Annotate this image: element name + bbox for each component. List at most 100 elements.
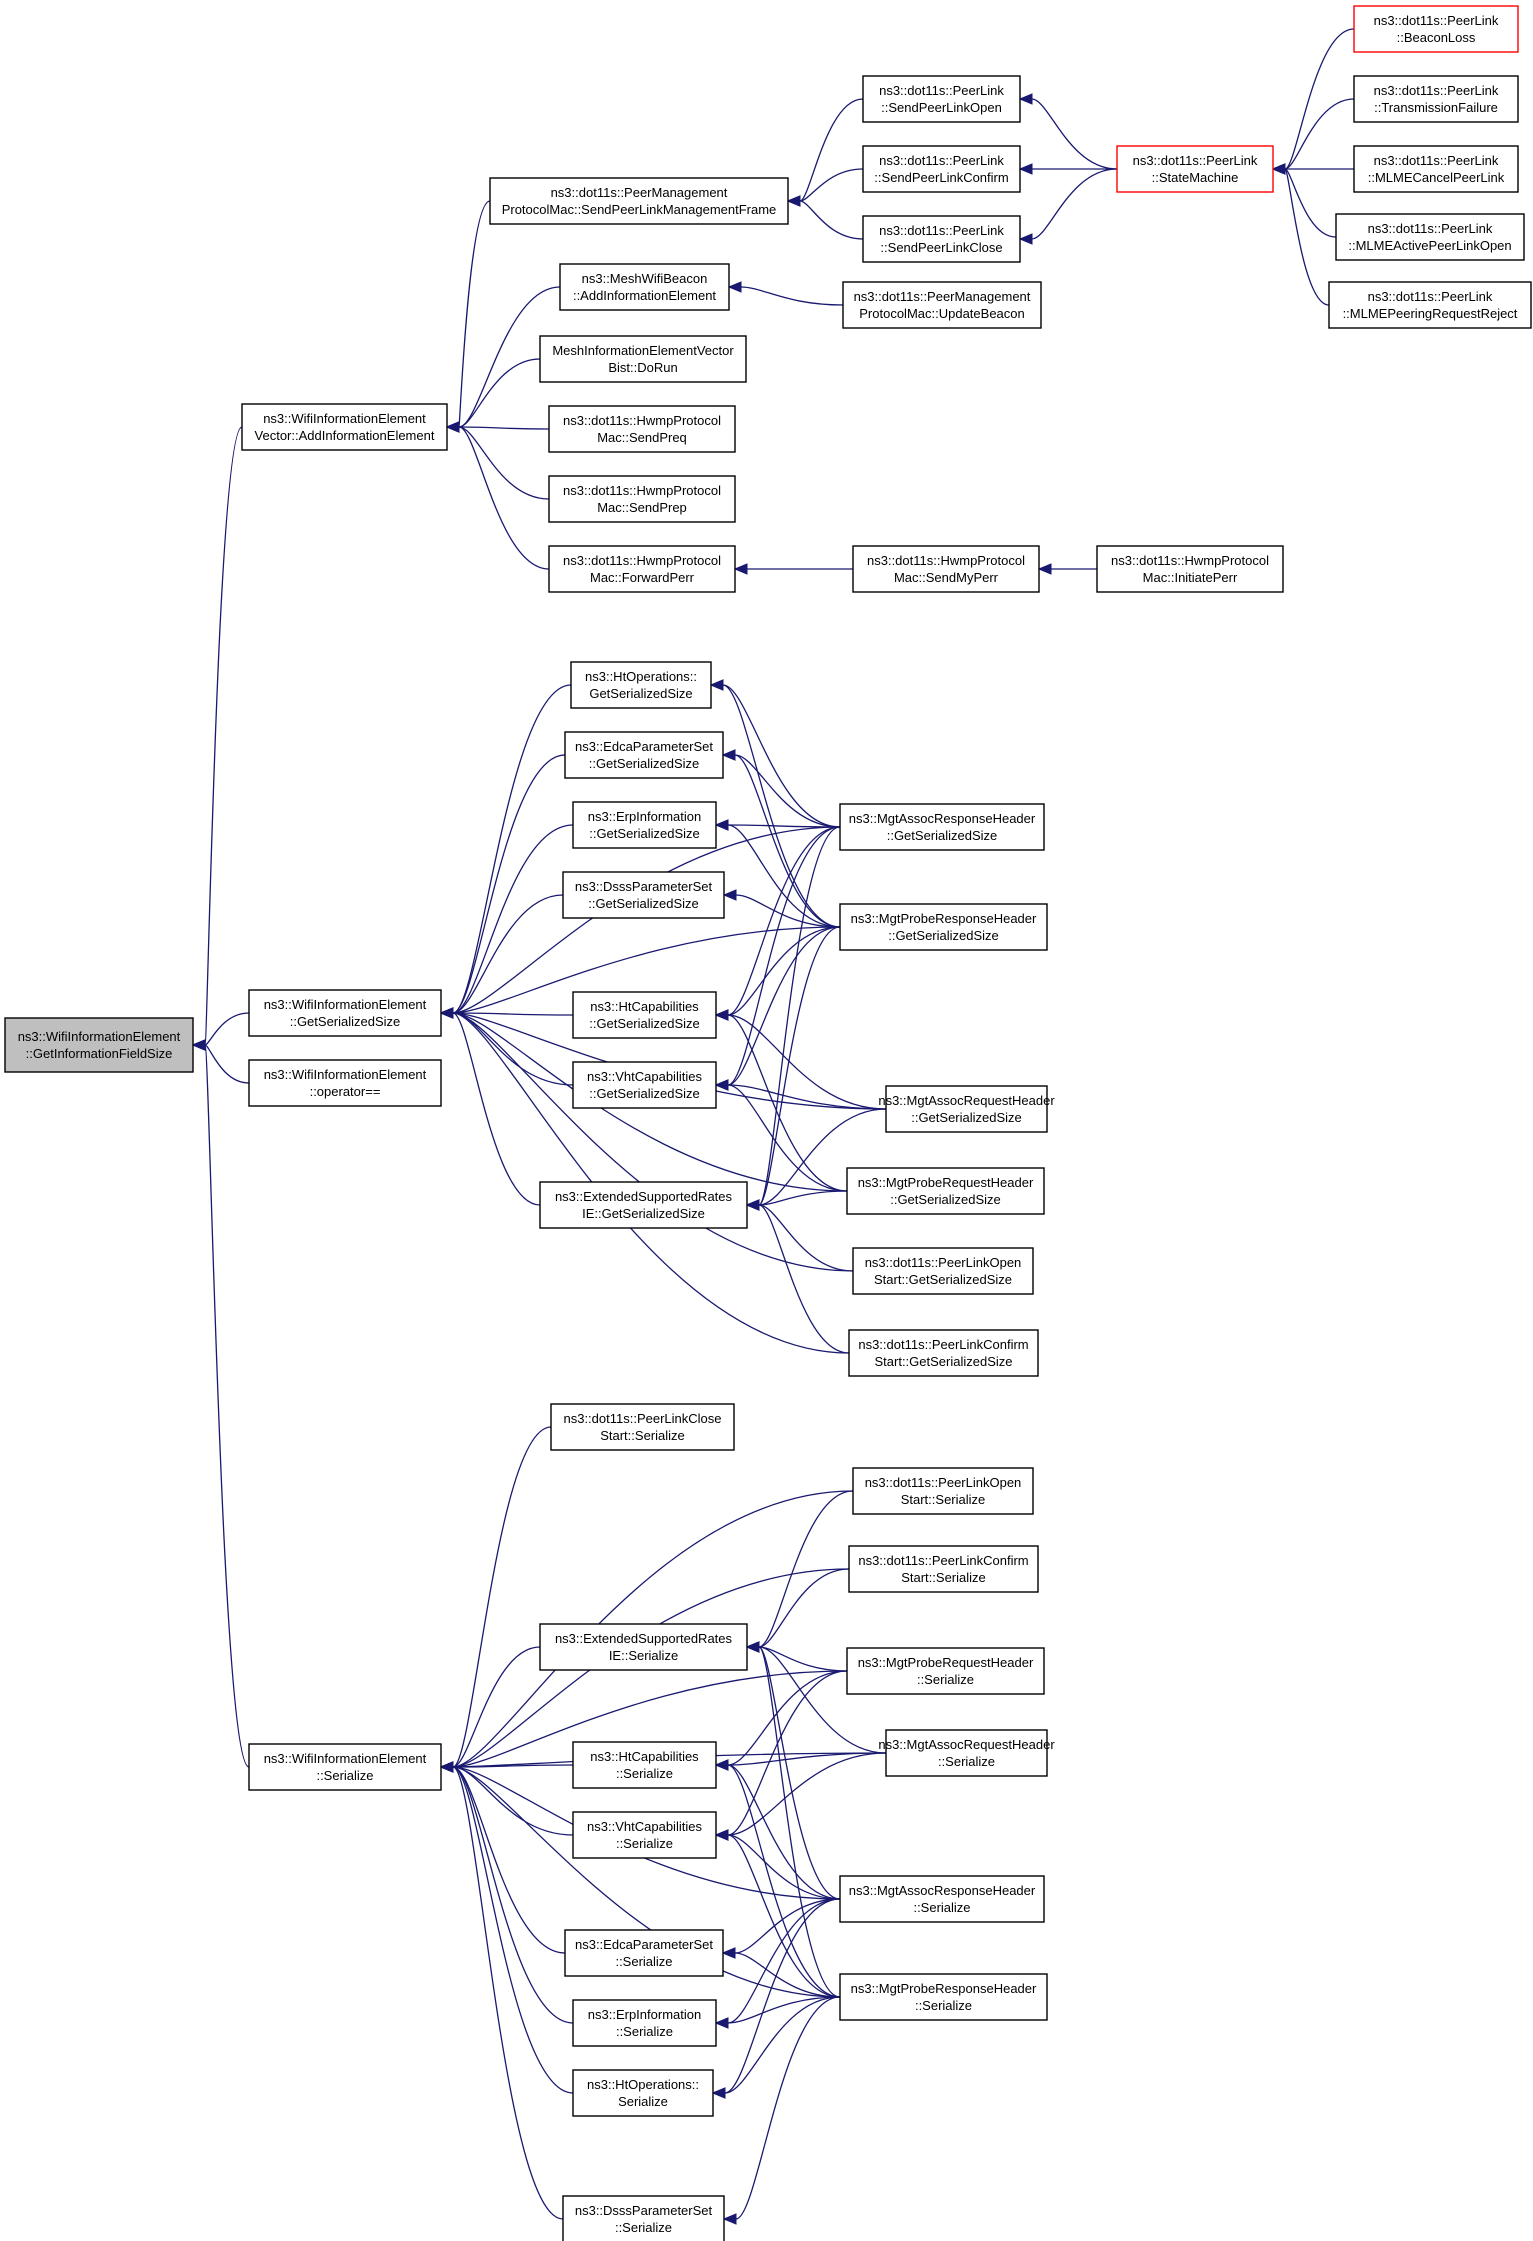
- node-label-line: ns3::dot11s::PeerLink: [879, 223, 1004, 238]
- node-label-line: ns3::ErpInformation: [588, 809, 701, 824]
- edge-vhtcap_gss-to-wie_gss: [439, 1007, 574, 1086]
- edge-mprs_gss-to-edca_gss: [721, 749, 841, 928]
- node-dsss_ser[interactable]: ns3::DsssParameterSet::Serialize: [562, 2195, 725, 2241]
- edge-line: [758, 1646, 841, 1900]
- edge-line: [1031, 168, 1118, 240]
- node-label-line: ns3::MgtAssocResponseHeader: [849, 811, 1036, 826]
- node-box: [248, 1059, 442, 1107]
- node-label-line: ns3::dot11s::PeerLink: [879, 83, 1004, 98]
- edge-line: [758, 1646, 841, 1998]
- node-box: [842, 281, 1042, 329]
- node-pl_sm[interactable]: ns3::dot11s::PeerLink::StateMachine: [1116, 145, 1274, 193]
- node-label-line: Start::GetSerializedSize: [874, 1272, 1012, 1287]
- node-wiev_add[interactable]: ns3::WifiInformationElementVector::AddIn…: [241, 403, 448, 451]
- arrowhead: [714, 819, 729, 831]
- edge-pmp_send-to-wiev_add: [445, 200, 491, 433]
- node-plcs_gss[interactable]: ns3::dot11s::PeerLinkConfirmStart::GetSe…: [848, 1329, 1039, 1377]
- edge-hwmp_myperr-to-hwmp_fperr: [733, 563, 853, 575]
- edge-line: [727, 824, 841, 928]
- arrowhead: [711, 2087, 726, 2099]
- node-mars_ser[interactable]: ns3::MgtAssocResponseHeader::Serialize: [839, 1875, 1045, 1923]
- node-edca_ser[interactable]: ns3::EdcaParameterSet::Serialize: [564, 1929, 724, 1977]
- node-box: [539, 1623, 748, 1671]
- node-label-line: ns3::dot11s::HwmpProtocol: [563, 483, 721, 498]
- node-htop_gss[interactable]: ns3::HtOperations::GetSerializedSize: [570, 661, 712, 709]
- node-mprs_gss[interactable]: ns3::MgtProbeResponseHeader::GetSerializ…: [839, 903, 1048, 951]
- node-esr_gss[interactable]: ns3::ExtendedSupportedRatesIE::GetSerial…: [539, 1181, 748, 1229]
- edge-htop_gss-to-wie_gss: [439, 684, 572, 1019]
- node-edca_gss[interactable]: ns3::EdcaParameterSet::GetSerializedSize: [564, 731, 724, 779]
- node-plcs_ser[interactable]: ns3::dot11s::PeerLinkConfirmStart::Seria…: [848, 1545, 1039, 1593]
- edge-mprs_gss-to-vhtcap_gss: [714, 926, 841, 1091]
- node-pl_mreject[interactable]: ns3::dot11s::PeerLink::MLMEPeeringReques…: [1328, 281, 1532, 329]
- node-htcap_ser[interactable]: ns3::HtCapabilities::Serialize: [572, 1741, 717, 1789]
- node-marq_gss[interactable]: ns3::MgtAssocRequestHeader::GetSerialize…: [878, 1085, 1055, 1133]
- node-pl_bl[interactable]: ns3::dot11s::PeerLink::BeaconLoss: [1353, 5, 1519, 53]
- node-mprs_ser[interactable]: ns3::MgtProbeResponseHeader::Serialize: [839, 1973, 1048, 2021]
- node-marq_ser[interactable]: ns3::MgtAssocRequestHeader::Serialize: [878, 1729, 1055, 1777]
- edge-line: [758, 926, 841, 1206]
- node-label-line: ::GetSerializedSize: [588, 896, 699, 911]
- node-wie_gss[interactable]: ns3::WifiInformationElement::GetSerializ…: [248, 989, 442, 1037]
- node-plos_gss[interactable]: ns3::dot11s::PeerLinkOpenStart::GetSeria…: [852, 1247, 1034, 1295]
- node-mprq_gss[interactable]: ns3::MgtProbeRequestHeader::GetSerialize…: [846, 1167, 1045, 1215]
- node-wie_eq[interactable]: ns3::WifiInformationElement::operator==: [248, 1059, 442, 1107]
- edge-line: [735, 1996, 841, 2220]
- node-label-line: Start::GetSerializedSize: [874, 1354, 1012, 1369]
- node-pl_tf[interactable]: ns3::dot11s::PeerLink::TransmissionFailu…: [1353, 75, 1519, 123]
- node-vhtcap_gss[interactable]: ns3::VhtCapabilities::GetSerializedSize: [572, 1061, 717, 1109]
- edge-pl_mactive-to-pl_sm: [1271, 163, 1337, 238]
- edge-line: [727, 1764, 841, 1900]
- node-label-line: Mac::SendPreq: [597, 430, 687, 445]
- edge-pmp_upd-to-mwb_add: [727, 281, 844, 306]
- node-pl_open[interactable]: ns3::dot11s::PeerLink::SendPeerLinkOpen: [862, 75, 1021, 123]
- node-label-line: ns3::DsssParameterSet: [575, 2203, 713, 2218]
- node-label-line: ::GetSerializedSize: [888, 928, 999, 943]
- node-pl_mcancel[interactable]: ns3::dot11s::PeerLink::MLMECancelPeerLin…: [1353, 145, 1519, 193]
- edge-line: [727, 1670, 848, 1766]
- edge-erp_gss-to-wie_gss: [439, 824, 574, 1019]
- edge-line: [1284, 98, 1355, 170]
- node-label-line: ::GetSerializedSize: [290, 1014, 401, 1029]
- node-label-line: ns3::HtOperations::: [587, 2077, 699, 2092]
- edge-hwmp_iperr-to-hwmp_myperr: [1037, 563, 1097, 575]
- node-htcap_gss[interactable]: ns3::HtCapabilities::GetSerializedSize: [572, 991, 717, 1039]
- node-label-line: ns3::ErpInformation: [588, 2007, 701, 2022]
- node-plos_ser[interactable]: ns3::dot11s::PeerLinkOpenStart::Serializ…: [852, 1467, 1034, 1515]
- node-erp_gss[interactable]: ns3::ErpInformation::GetSerializedSize: [572, 801, 717, 849]
- node-label-line: Serialize: [618, 2094, 668, 2109]
- edge-line: [734, 1898, 841, 1954]
- edge-mars_ser-to-edca_ser: [721, 1898, 841, 1959]
- node-plcls_ser[interactable]: ns3::dot11s::PeerLinkCloseStart::Seriali…: [550, 1403, 735, 1451]
- node-label-line: ns3::dot11s::PeerLink: [1368, 289, 1493, 304]
- node-hwmp_fperr[interactable]: ns3::dot11s::HwmpProtocolMac::ForwardPer…: [548, 545, 736, 593]
- node-pl_confirm[interactable]: ns3::dot11s::PeerLink::SendPeerLinkConfi…: [862, 145, 1021, 193]
- edge-pl_open-to-pmp_send: [786, 98, 864, 207]
- node-pl_close[interactable]: ns3::dot11s::PeerLink::SendPeerLinkClose: [862, 215, 1021, 263]
- node-pmp_send[interactable]: ns3::dot11s::PeerManagementProtocolMac::…: [489, 177, 789, 225]
- node-label-line: Vector::AddInformationElement: [255, 428, 435, 443]
- node-erp_ser[interactable]: ns3::ErpInformation::Serialize: [572, 1999, 717, 2047]
- edge-line: [799, 200, 864, 240]
- edge-mars_ser-to-vhtcap_ser: [714, 1829, 841, 1900]
- node-label-line: ns3::VhtCapabilities: [587, 1069, 702, 1084]
- edge-line: [758, 826, 841, 1206]
- node-mars_gss[interactable]: ns3::MgtAssocResponseHeader::GetSerializ…: [839, 803, 1045, 851]
- edge-mars_ser-to-erp_ser: [714, 1898, 841, 2029]
- node-mwb_add[interactable]: ns3::MeshWifiBeacon::AddInformationEleme…: [559, 263, 730, 311]
- node-vhtcap_ser[interactable]: ns3::VhtCapabilities::Serialize: [572, 1811, 717, 1859]
- node-label-line: ns3::dot11s::PeerLink: [1374, 83, 1499, 98]
- node-root[interactable]: ns3::WifiInformationElement::GetInformat…: [4, 1017, 194, 1073]
- node-hwmp_iperr[interactable]: ns3::dot11s::HwmpProtocolMac::InitiatePe…: [1096, 545, 1284, 593]
- node-pmp_upd[interactable]: ns3::dot11s::PeerManagementProtocolMac::…: [842, 281, 1042, 329]
- node-mprq_ser[interactable]: ns3::MgtProbeRequestHeader::Serialize: [846, 1647, 1045, 1695]
- node-htop_ser[interactable]: ns3::HtOperations::Serialize: [572, 2069, 714, 2117]
- node-dsss_gss[interactable]: ns3::DsssParameterSet::GetSerializedSize: [562, 871, 725, 919]
- node-wie_ser[interactable]: ns3::WifiInformationElement::Serialize: [248, 1743, 442, 1791]
- node-pl_mactive[interactable]: ns3::dot11s::PeerLink::MLMEActivePeerLin…: [1335, 213, 1525, 261]
